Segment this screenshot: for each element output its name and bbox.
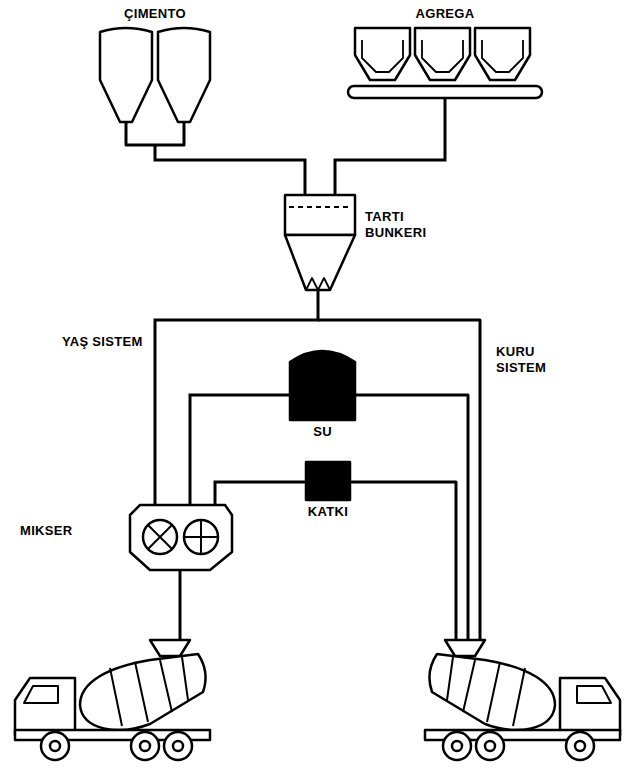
- node-label: SU: [290, 424, 355, 440]
- node-label: ÇIMENTO: [95, 6, 215, 22]
- weigh-hopper-level: [289, 206, 351, 208]
- weigh-hopper-funnel: [285, 235, 355, 290]
- weigh-hopper: TARTI BUNKERI: [280, 195, 450, 300]
- silo-pipe: [126, 122, 184, 145]
- water-tank: SU: [290, 345, 355, 443]
- mixer-truck: [425, 640, 620, 760]
- conveyor-outlet: [444, 98, 447, 100]
- weigh-hopper: [285, 195, 355, 235]
- cement-silos: ÇIMENTO: [95, 6, 215, 145]
- conveyor-belt: [348, 86, 542, 98]
- pipe-connector: [215, 482, 306, 505]
- cement-silo: [158, 28, 210, 122]
- node-label: TARTI BUNKERI: [365, 209, 447, 242]
- aggregate-bins: AGREGA: [345, 6, 545, 100]
- pipe-connector: [155, 300, 318, 505]
- node-label: KATKI: [294, 504, 362, 520]
- additive-tank: [306, 462, 350, 500]
- mixer: MIKSER: [20, 505, 232, 570]
- mixer-spokes: [148, 520, 218, 554]
- dry-system-lines: [180, 320, 480, 640]
- additive-tank: KATKI: [306, 462, 350, 524]
- water-tank: [290, 351, 355, 420]
- pipe-connector: [155, 145, 305, 195]
- pipe-connector: [190, 395, 290, 505]
- system-label: KURU SISTEM: [496, 344, 586, 377]
- cement-silo: [100, 28, 152, 122]
- system-label: YAŞ SISTEM: [62, 334, 144, 350]
- node-label: AGREGA: [345, 6, 545, 22]
- weigh-hopper-gate: [306, 278, 330, 290]
- weigh-hopper-outlet: [317, 290, 320, 300]
- node-label: MIKSER: [20, 523, 100, 539]
- hopper-inner: [362, 40, 523, 72]
- mixer-truck: [15, 640, 210, 760]
- mixer-body: [130, 505, 232, 570]
- pipe-connector: [335, 100, 445, 195]
